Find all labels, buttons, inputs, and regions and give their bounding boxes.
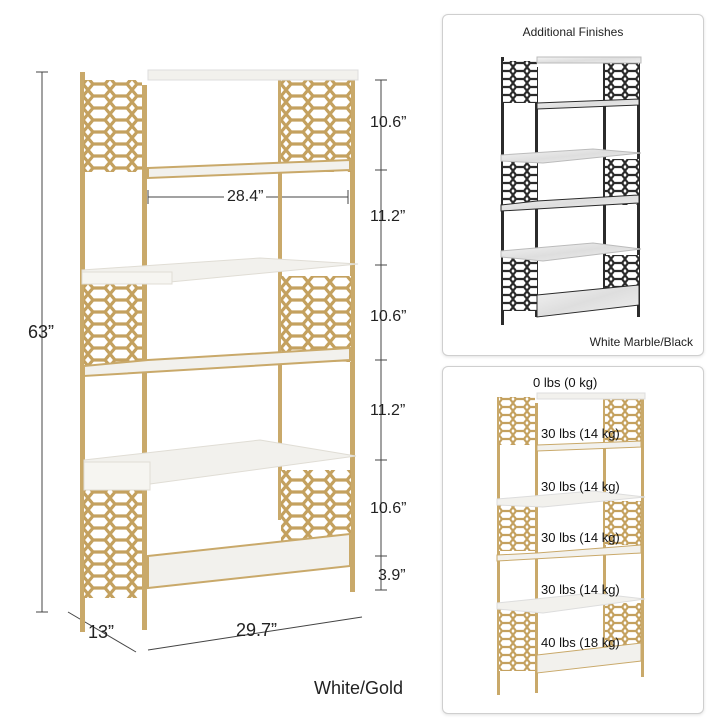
load-top: 0 lbs (0 kg)	[533, 375, 598, 390]
width-dimension: 29.7”	[236, 620, 278, 640]
load-shelf-5: 40 lbs (18 kg)	[541, 635, 620, 650]
load-shelf-1: 30 lbs (14 kg)	[541, 426, 620, 441]
shelf-gap-2: 11.2”	[370, 208, 406, 225]
height-dimension: 63”	[28, 322, 55, 342]
depth-dimension: 13”	[88, 622, 115, 642]
panel-title: Additional Finishes	[522, 25, 624, 39]
load-shelf-2: 30 lbs (14 kg)	[541, 479, 620, 494]
load-shelf-3: 30 lbs (14 kg)	[541, 530, 620, 545]
shelf-gap-5: 10.6”	[370, 500, 407, 517]
load-shelf-4: 30 lbs (14 kg)	[541, 582, 620, 597]
finish-caption: White Marble/Black	[589, 335, 693, 349]
additional-finishes-panel: Additional Finishes White Marble/Black	[442, 14, 704, 356]
shelf-gap-3: 10.6”	[370, 308, 407, 325]
finish-label: White/Gold	[314, 678, 404, 698]
black-bookcase-illustration	[500, 56, 642, 325]
shelf-gap-4: 11.2”	[370, 402, 406, 419]
shelf-gap-6: 3.9”	[378, 567, 406, 584]
gold-bookcase-illustration	[496, 392, 646, 695]
inner-width-dimension: 28.4”	[224, 188, 267, 206]
weight-capacity-panel: 0 lbs (0 kg) 30 lbs (14 kg) 30 lbs (14 k…	[442, 366, 704, 714]
shelf-gap-1: 10.6”	[370, 114, 407, 131]
